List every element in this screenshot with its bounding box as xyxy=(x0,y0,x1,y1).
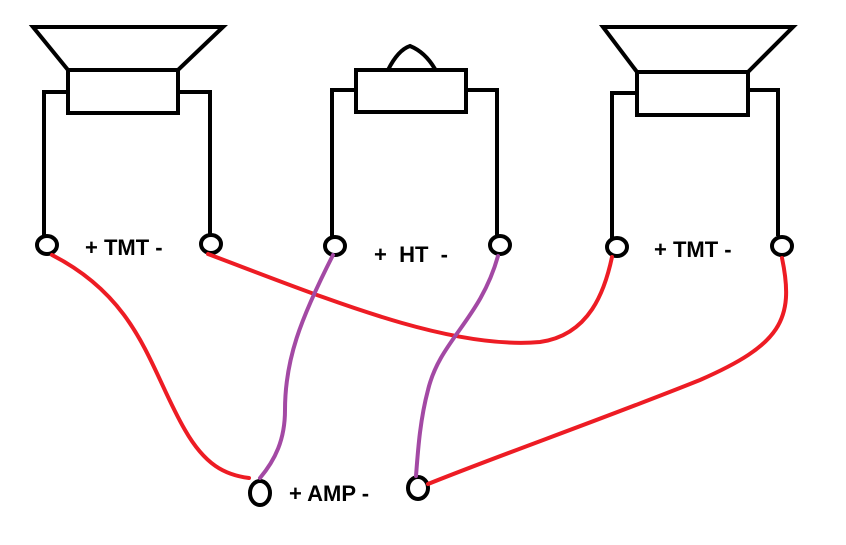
left-tmt-negative-terminal xyxy=(199,233,223,255)
right-tmt-speaker xyxy=(598,25,798,258)
amp-positive-terminal xyxy=(248,479,272,507)
ht-label: + HT - xyxy=(374,242,448,267)
right-tmt-positive-terminal xyxy=(605,236,629,258)
wire-left-tmt-negative-to-right-tmt-positive xyxy=(206,252,614,345)
left-speaker-lead-positive xyxy=(42,90,68,237)
amp-label: + AMP - xyxy=(289,481,369,506)
left-speaker-cone xyxy=(28,25,228,72)
right-speaker-cone xyxy=(598,25,798,74)
tweeter-body xyxy=(354,68,468,114)
left-tmt-label: + TMT - xyxy=(85,235,163,260)
amp-negative-terminal xyxy=(406,475,430,501)
wire-ht-negative-to-amp-negative xyxy=(414,254,500,478)
wire-left-tmt-positive-to-amp-positive xyxy=(50,253,251,480)
tweeter-dome xyxy=(386,43,437,71)
tweeter-lead-negative xyxy=(466,88,499,236)
ht-tweeter xyxy=(323,43,512,257)
right-speaker-lead-negative xyxy=(748,88,780,236)
wire-right-tmt-negative-to-amp-negative xyxy=(426,256,789,486)
left-speaker-magnet xyxy=(66,68,180,115)
right-speaker-magnet xyxy=(635,70,750,117)
ht-negative-terminal xyxy=(488,234,512,256)
ht-positive-terminal xyxy=(323,235,347,257)
wire-ht-positive-to-amp-positive xyxy=(258,253,335,480)
left-tmt-speaker xyxy=(28,25,228,256)
right-tmt-label: + TMT - xyxy=(654,237,732,262)
left-speaker-lead-negative xyxy=(178,90,212,235)
right-speaker-lead-positive xyxy=(610,91,637,238)
tweeter-lead-positive xyxy=(330,88,356,236)
right-tmt-negative-terminal xyxy=(770,235,794,257)
left-tmt-positive-terminal xyxy=(35,234,59,256)
